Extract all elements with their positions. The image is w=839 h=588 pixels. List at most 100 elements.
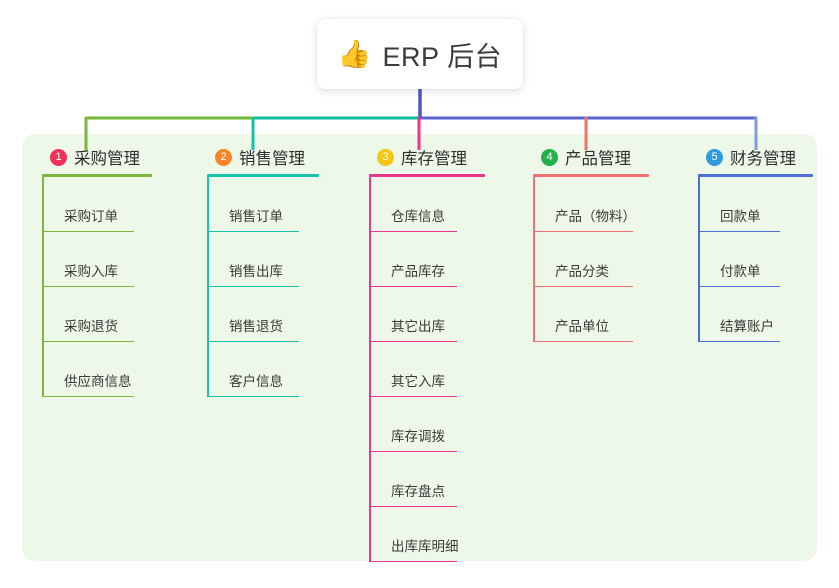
leaf-label: 仓库信息 bbox=[391, 209, 445, 224]
leaf-label: 结算账户 bbox=[720, 319, 774, 334]
leaf-rule bbox=[698, 230, 780, 232]
leaf-rule bbox=[533, 340, 633, 342]
leaf-spine-3 bbox=[369, 177, 371, 562]
leaf-item[interactable]: 其它入库 bbox=[369, 342, 485, 397]
leaf-rule bbox=[369, 230, 457, 232]
column-3[interactable]: 3 库存管理仓库信息产品库存其它出库其它入库库存调拨库存盘点出库库明细 bbox=[363, 145, 485, 562]
leaf-item[interactable]: 采购退货 bbox=[42, 287, 152, 342]
leaf-rule bbox=[369, 340, 457, 342]
leaf-list-1: 采购订单采购入库采购退货供应商信息 bbox=[42, 177, 152, 397]
leaf-item[interactable]: 出库库明细 bbox=[369, 507, 485, 562]
leaf-rule bbox=[369, 505, 457, 507]
leaf-rule bbox=[207, 285, 299, 287]
leaf-item[interactable]: 供应商信息 bbox=[42, 342, 152, 397]
leaf-spine-2 bbox=[207, 177, 209, 397]
column-badge-4: 4 bbox=[541, 148, 558, 166]
leaf-rule bbox=[369, 395, 457, 397]
leaf-rule bbox=[207, 340, 299, 342]
column-title-4: 产品管理 bbox=[565, 150, 631, 168]
column-2[interactable]: 2 销售管理销售订单销售出库销售退货客户信息 bbox=[201, 145, 319, 397]
leaf-label: 产品库存 bbox=[391, 264, 445, 279]
leaf-item[interactable]: 采购入库 bbox=[42, 232, 152, 287]
leaf-rule bbox=[42, 395, 134, 397]
leaf-label: 销售出库 bbox=[229, 264, 283, 279]
root-node-title: ERP 后台 bbox=[382, 41, 503, 72]
column-header-2[interactable]: 2 销售管理 bbox=[201, 145, 319, 169]
column-rule-3 bbox=[369, 174, 485, 177]
leaf-spine-4 bbox=[533, 177, 535, 342]
leaf-label: 采购订单 bbox=[64, 209, 118, 224]
leaf-label: 销售退货 bbox=[229, 319, 283, 334]
leaf-rule bbox=[369, 450, 457, 452]
column-title-2: 销售管理 bbox=[239, 150, 305, 168]
column-4[interactable]: 4 产品管理产品（物料） 产品分类产品单位 bbox=[527, 145, 649, 342]
column-1[interactable]: 1 采购管理采购订单采购入库采购退货供应商信息 bbox=[36, 145, 152, 397]
thumbs-up-icon: 👍 bbox=[337, 38, 372, 70]
leaf-item[interactable]: 产品单位 bbox=[533, 287, 649, 342]
column-rule-1 bbox=[42, 174, 152, 177]
column-rule-2 bbox=[207, 174, 319, 177]
leaf-item[interactable]: 库存盘点 bbox=[369, 452, 485, 507]
leaf-item[interactable]: 结算账户 bbox=[698, 287, 813, 342]
leaf-item[interactable]: 仓库信息 bbox=[369, 177, 485, 232]
leaf-rule bbox=[207, 395, 299, 397]
leaf-item[interactable]: 销售订单 bbox=[207, 177, 319, 232]
leaf-rule bbox=[42, 340, 134, 342]
leaf-label: 产品（物料） bbox=[555, 209, 636, 224]
leaf-label: 其它出库 bbox=[391, 319, 445, 334]
diagram-panel bbox=[22, 134, 817, 561]
leaf-item[interactable]: 销售退货 bbox=[207, 287, 319, 342]
leaf-item[interactable]: 采购订单 bbox=[42, 177, 152, 232]
leaf-list-2: 销售订单销售出库销售退货客户信息 bbox=[207, 177, 319, 397]
leaf-rule bbox=[533, 230, 633, 232]
leaf-rule bbox=[698, 285, 780, 287]
leaf-rule bbox=[207, 230, 299, 232]
leaf-label: 出库库明细 bbox=[391, 539, 459, 554]
leaf-label: 产品单位 bbox=[555, 319, 609, 334]
column-title-1: 采购管理 bbox=[74, 150, 140, 168]
leaf-label: 其它入库 bbox=[391, 374, 445, 389]
leaf-label: 销售订单 bbox=[229, 209, 283, 224]
column-badge-5: 5 bbox=[706, 148, 723, 166]
leaf-label: 库存调拨 bbox=[391, 429, 445, 444]
column-5[interactable]: 5 财务管理回款单付款单结算账户 bbox=[692, 145, 813, 342]
column-badge-2: 2 bbox=[215, 148, 232, 166]
leaf-item[interactable]: 回款单 bbox=[698, 177, 813, 232]
column-badge-1: 1 bbox=[50, 148, 67, 166]
column-header-1[interactable]: 1 采购管理 bbox=[36, 145, 152, 169]
leaf-rule bbox=[533, 285, 633, 287]
leaf-label: 客户信息 bbox=[229, 374, 283, 389]
column-header-3[interactable]: 3 库存管理 bbox=[363, 145, 485, 169]
leaf-rule bbox=[42, 230, 134, 232]
leaf-label: 库存盘点 bbox=[391, 484, 445, 499]
leaf-item[interactable]: 客户信息 bbox=[207, 342, 319, 397]
leaf-rule bbox=[369, 560, 457, 562]
leaf-list-5: 回款单付款单结算账户 bbox=[698, 177, 813, 342]
leaf-item[interactable]: 付款单 bbox=[698, 232, 813, 287]
column-badge-3: 3 bbox=[377, 148, 394, 166]
leaf-item[interactable]: 产品分类 bbox=[533, 232, 649, 287]
leaf-label: 采购退货 bbox=[64, 319, 118, 334]
leaf-item[interactable]: 产品库存 bbox=[369, 232, 485, 287]
column-title-5: 财务管理 bbox=[730, 150, 796, 168]
column-rule-4 bbox=[533, 174, 649, 177]
leaf-item[interactable]: 库存调拨 bbox=[369, 397, 485, 452]
leaf-label: 产品分类 bbox=[555, 264, 609, 279]
column-title-3: 库存管理 bbox=[401, 150, 467, 168]
column-header-5[interactable]: 5 财务管理 bbox=[692, 145, 813, 169]
leaf-item[interactable]: 其它出库 bbox=[369, 287, 485, 342]
leaf-item[interactable]: 销售出库 bbox=[207, 232, 319, 287]
leaf-rule bbox=[369, 285, 457, 287]
leaf-spine-5 bbox=[698, 177, 700, 342]
leaf-label: 采购入库 bbox=[64, 264, 118, 279]
leaf-label: 回款单 bbox=[720, 209, 761, 224]
root-node[interactable]: 👍 ERP 后台 bbox=[317, 19, 523, 89]
leaf-list-3: 仓库信息产品库存其它出库其它入库库存调拨库存盘点出库库明细 bbox=[369, 177, 485, 562]
column-header-4[interactable]: 4 产品管理 bbox=[527, 145, 649, 169]
leaf-item[interactable]: 产品（物料） bbox=[533, 177, 649, 232]
leaf-list-4: 产品（物料） 产品分类产品单位 bbox=[533, 177, 649, 342]
leaf-spine-1 bbox=[42, 177, 44, 397]
column-rule-5 bbox=[698, 174, 813, 177]
leaf-rule bbox=[42, 285, 134, 287]
